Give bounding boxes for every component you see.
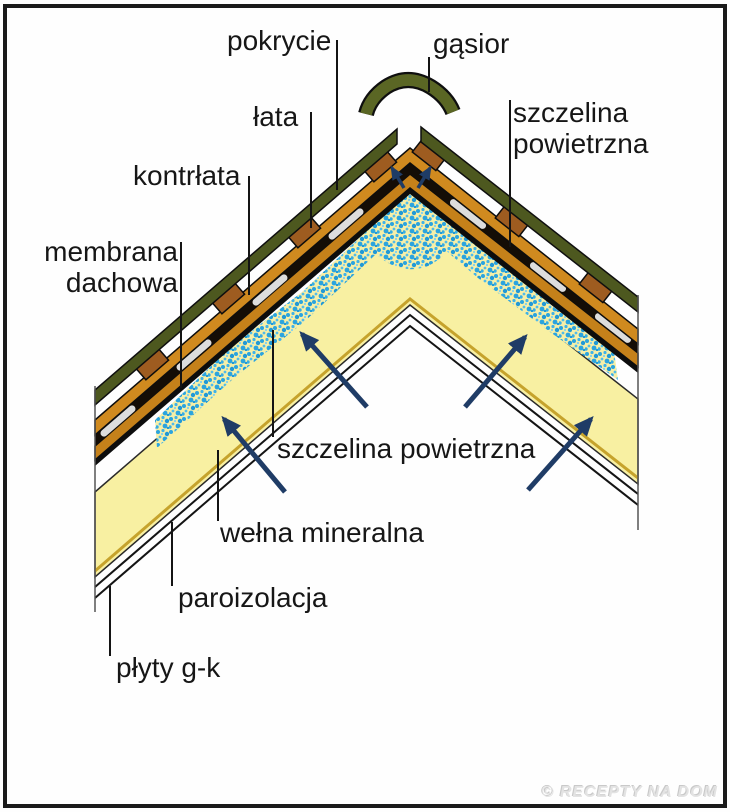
label-gasior: gąsior bbox=[433, 28, 510, 59]
label-membrana-dachowa: membrana dachowa bbox=[30, 236, 178, 298]
label-kontrlata: kontrłata bbox=[133, 160, 241, 191]
vapour-foil-gold-line bbox=[94, 297, 639, 573]
label-pokrycie: pokrycie bbox=[227, 25, 332, 56]
ventilation-slot-band bbox=[95, 163, 638, 446]
ridge-tile bbox=[358, 72, 461, 117]
watermark: © RECEPTY NA DOM bbox=[541, 784, 718, 801]
leader-lines bbox=[109, 40, 511, 656]
air-flow-arrows bbox=[221, 165, 594, 494]
label-paroizolacja: paroizolacja bbox=[178, 582, 328, 613]
label-szczelina-powietrzna-top: szczelina powietrzna bbox=[513, 97, 683, 159]
plasterboard-line bbox=[94, 324, 639, 599]
label-szczelina-top-line2: powietrzna bbox=[513, 128, 649, 159]
label-plyty-gk: płyty g-k bbox=[116, 652, 221, 683]
roof-covering-layer bbox=[94, 125, 639, 407]
label-lata: łata bbox=[253, 101, 299, 132]
label-membrana-line2: dachowa bbox=[65, 267, 178, 298]
batten-blocks bbox=[134, 138, 614, 381]
vapour-barrier-line bbox=[94, 313, 639, 588]
label-szczelina-top-line1: szczelina bbox=[513, 97, 629, 128]
label-welna-mineralna: wełna mineralna bbox=[220, 517, 424, 548]
label-membrana-line1: membrana bbox=[44, 236, 178, 267]
label-szczelina-powietrzna-center: szczelina powietrzna bbox=[277, 433, 536, 464]
